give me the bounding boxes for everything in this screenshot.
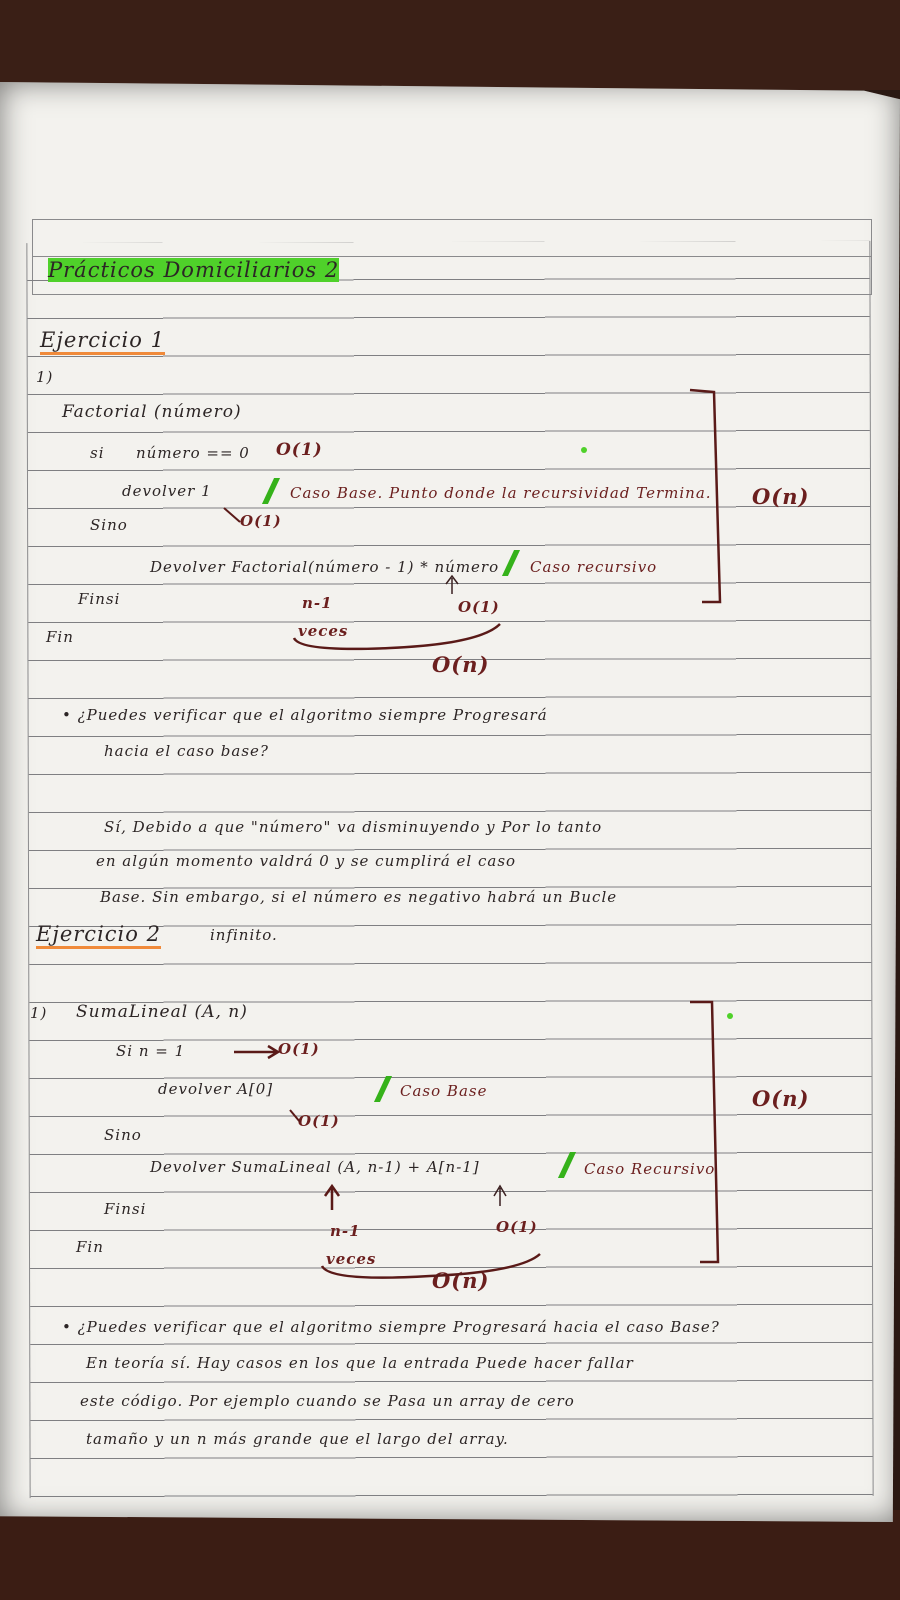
ex2-arrow-base-cost — [289, 1109, 301, 1123]
green-dot — [727, 1013, 733, 1019]
ex2-right-bracket — [690, 1000, 720, 1264]
ex1-code-sino: Sino — [90, 516, 128, 534]
ex2-arrow-suma — [323, 1183, 341, 1210]
ex1-cost-condition: O(1) — [276, 440, 323, 460]
ex1-answer-line-3: Base. Sin embargo, si el número es negat… — [100, 888, 618, 906]
ex1-ann-o1: O(1) — [458, 598, 500, 616]
ex2-cost-base: O(1) — [298, 1112, 340, 1130]
ex1-ann-veces: veces — [298, 622, 349, 640]
ex2-code-line-5: Devolver SumaLineal (A, n-1) + A[n-1] — [150, 1158, 480, 1176]
ex1-heading: Ejercicio 1 — [40, 328, 165, 355]
ex1-comment-base: Caso Base. Punto donde la recursividad T… — [290, 484, 712, 502]
ex2-comment-base: Caso Base — [400, 1082, 488, 1100]
ex2-code-finsi: Finsi — [104, 1200, 147, 1218]
ex1-bottom-brace — [292, 623, 501, 651]
ex2-ann-n-minus-1: n-1 — [330, 1222, 361, 1240]
ex1-ann-on-right: O(n) — [752, 484, 810, 509]
ex2-heading: Ejercicio 2 — [36, 922, 161, 949]
ex1-ann-n-minus-1: n-1 — [302, 594, 333, 612]
notebook-page: Prácticos Domiciliarios 2 Ejercicio 1 1)… — [0, 82, 900, 1522]
ex2-answer-line-1: En teoría sí. Hay casos en los que la en… — [86, 1354, 634, 1372]
ex1-question-line-2: hacia el caso base? — [104, 742, 269, 760]
ex2-comment-recursive: Caso Recursivo — [584, 1160, 716, 1178]
ex2-answer-line-2: este código. Por ejemplo cuando se Pasa … — [80, 1392, 575, 1410]
ex1-answer-line-1: Sí, Debido a que "número" va disminuyend… — [104, 818, 603, 836]
ex2-cost-condition: O(1) — [278, 1040, 320, 1058]
ex1-code-condition: número == 0 — [136, 444, 250, 462]
ex1-item-number: 1) — [36, 368, 54, 386]
ex2-item-number: 1) — [30, 1004, 48, 1022]
ex1-code-finsi: Finsi — [78, 590, 121, 608]
ex2-code-line-3: devolver A[0] — [158, 1080, 274, 1098]
ink-annotations — [223, 388, 733, 1279]
ex1-code-si: si — [90, 444, 105, 462]
ex1-answer-line-2: en algún momento valdrá 0 y se cumplirá … — [96, 852, 517, 870]
ex2-code-fin: Fin — [76, 1238, 104, 1256]
ex2-question: • ¿Puedes verificar que el algoritmo sie… — [62, 1318, 720, 1336]
ex1-arrow-numero — [445, 574, 459, 594]
ex1-arrow-base-cost — [223, 507, 241, 523]
table-background-top — [0, 0, 900, 90]
table-background-bottom — [0, 1510, 900, 1600]
ex1-code-line-6: Devolver Factorial(número - 1) * número — [150, 558, 500, 576]
ex2-ann-veces: veces — [326, 1250, 377, 1268]
ex1-cost-base: O(1) — [240, 512, 282, 530]
page-title: Prácticos Domiciliarios 2 — [48, 258, 340, 282]
ex1-code-line-3: devolver 1 — [122, 482, 212, 500]
ex2-ann-o1: O(1) — [496, 1218, 538, 1236]
ex1-code-line-1: Factorial (número) — [62, 402, 242, 422]
ex2-arrow-cond-cost — [234, 1044, 281, 1060]
ex1-question-line-1: • ¿Puedes verificar que el algoritmo sie… — [62, 706, 548, 724]
ex1-right-bracket — [689, 388, 722, 604]
ex2-ann-on-right: O(n) — [752, 1086, 810, 1111]
ex1-answer-line-4: infinito. — [210, 926, 278, 944]
green-dot — [581, 447, 587, 453]
ex1-code-fin: Fin — [46, 628, 74, 646]
ex2-arrow-an1 — [493, 1184, 507, 1206]
ex2-code-line-2: Si n = 1 — [116, 1042, 186, 1060]
ex2-code-line-1: SumaLineal (A, n) — [76, 1002, 248, 1022]
ex1-comment-recursive: Caso recursivo — [530, 558, 658, 576]
ex2-answer-line-3: tamaño y un n más grande que el largo de… — [86, 1430, 509, 1448]
ex2-code-sino: Sino — [104, 1126, 142, 1144]
ex1-ann-on-bottom: O(n) — [432, 652, 490, 677]
ex2-bottom-brace — [320, 1253, 541, 1279]
